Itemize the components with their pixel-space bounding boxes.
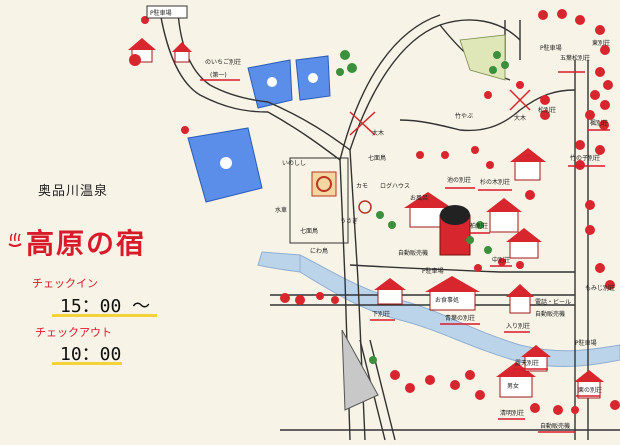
label-noinoko: のいちご別荘: [205, 58, 241, 66]
label-ofuro: お風呂: [410, 195, 428, 202]
label-momiji: もみじ別荘: [585, 284, 615, 292]
buildings: [128, 38, 604, 399]
label-kyoboku: 大木: [372, 129, 384, 137]
road-closed-marks: [349, 89, 531, 136]
onsen-name: 奥品川温泉: [38, 184, 109, 199]
label-matsu: 松別荘: [538, 106, 556, 114]
label-naka: 中別荘: [492, 256, 510, 264]
pond-top-2: [295, 55, 331, 101]
label-take: 竹やぶ: [455, 112, 473, 120]
trees: [336, 50, 509, 364]
label-jihan3: 自動販売機: [540, 422, 570, 430]
label-kashiwa: 柏別荘: [470, 222, 488, 230]
checkin-label: チェックイン: [32, 277, 98, 290]
label-parking-right: P駐車場: [540, 44, 562, 52]
label-kutsu: 五葉松別荘: [560, 54, 590, 62]
label-kuri: 栗の別荘: [578, 386, 602, 394]
checkout-underline: [52, 362, 122, 365]
label-kaede: 楓別荘: [590, 119, 608, 127]
label-iri: 入り別荘: [506, 322, 530, 330]
checkin-underline: [52, 314, 157, 317]
label-logcabin: ログハウス: [380, 182, 410, 190]
label-suisha: 水車: [275, 206, 287, 214]
label-jihan2: 自動販売機: [535, 310, 565, 318]
label-aoba: 青葉の別荘: [445, 314, 475, 322]
parking-top-label: P駐車場: [150, 9, 172, 17]
label-kamo: カモ: [356, 183, 368, 190]
parking-top-box: [146, 5, 188, 19]
animal-enclosure: [289, 157, 349, 244]
label-danjo: 男女: [507, 382, 519, 390]
river-left: [257, 251, 301, 273]
checkout-time: 10：00: [60, 344, 122, 365]
label-higashi: 東別荘: [592, 39, 610, 47]
label-oshokuji: お食事処: [435, 296, 459, 304]
label-ike: 池の別荘: [447, 176, 471, 184]
hotel-name: 高原の宿: [26, 227, 147, 260]
label-kyoboku2: 大木: [514, 114, 526, 122]
hot-spring-icon: [8, 232, 22, 247]
parking-center-label: P駐車場: [422, 267, 444, 275]
label-fureai: 露天別荘: [515, 359, 539, 367]
label-jihan: 自動販売機: [398, 249, 428, 257]
label-shichimencho2: 七面鳥: [300, 227, 318, 235]
label-parking-bottom-right: P駐車場: [575, 339, 597, 347]
checkout-label: チェックアウト: [35, 326, 112, 339]
pond-top-1: [247, 59, 293, 109]
label-denwa: 電話・ビール: [535, 298, 571, 306]
label-usagi: うさぎ: [340, 217, 358, 225]
label-nanamen: 七面鳥: [368, 154, 386, 162]
label-noinoko-sub: (第一): [210, 71, 227, 79]
label-niwatori: にわ鳥: [310, 247, 328, 255]
label-shimo: 下別荘: [372, 310, 390, 318]
checkin-time: 15：00 〜: [60, 296, 151, 317]
red-huts: [129, 9, 620, 415]
label-takenoko: 竹の子別荘: [570, 154, 600, 162]
pond-large: [187, 127, 263, 203]
label-iwashi: いのしし: [282, 160, 306, 167]
label-kiyo: 清明別荘: [500, 409, 524, 417]
field-triangle: [341, 329, 379, 411]
label-sugi: 杉の木別荘: [480, 178, 510, 186]
